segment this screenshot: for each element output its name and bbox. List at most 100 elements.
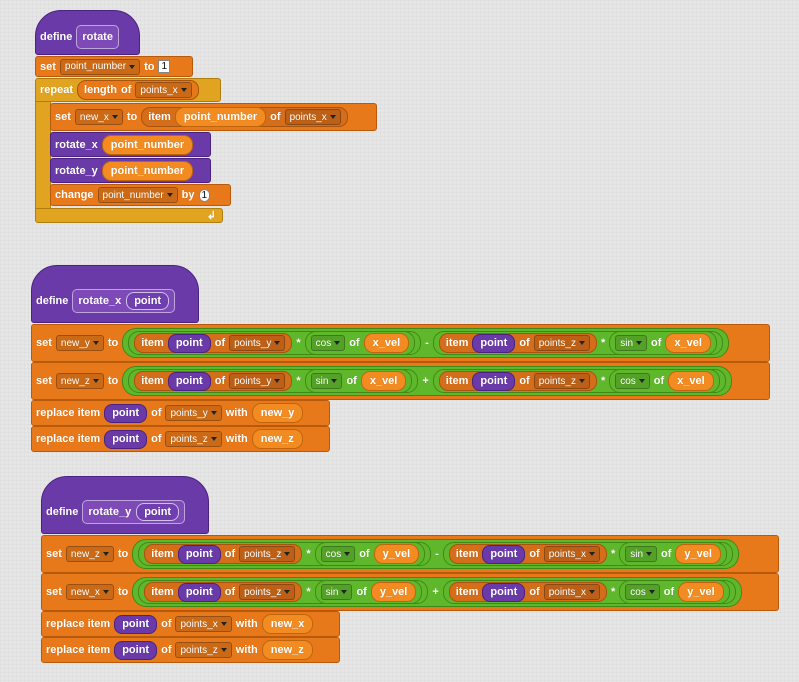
variable-reporter[interactable]: new_z: [251, 429, 303, 449]
set-variable-block[interactable]: set point_number to 1: [35, 56, 193, 77]
subtract-operator[interactable]: item point of points_z * cos of y_vel - …: [132, 539, 739, 569]
change-variable-block[interactable]: change point_number by 1: [50, 184, 231, 206]
item-of-list-reporter[interactable]: item point of points_z: [438, 371, 597, 391]
length-of-reporter[interactable]: length of points_x: [77, 80, 199, 100]
variable-dropdown[interactable]: new_y: [55, 335, 104, 351]
variable-reporter[interactable]: y_vel: [678, 582, 724, 602]
variable-reporter[interactable]: y_vel: [675, 544, 721, 564]
function-dropdown[interactable]: sin: [625, 546, 658, 562]
parameter-reporter[interactable]: point: [136, 503, 180, 521]
item-of-list-reporter[interactable]: item point of points_x: [448, 582, 607, 602]
variable-dropdown[interactable]: point_number: [59, 58, 141, 75]
list-dropdown[interactable]: points_y: [229, 335, 286, 351]
list-dropdown[interactable]: points_x: [543, 584, 600, 600]
replace-item-block[interactable]: replace item point of points_z with new_…: [41, 637, 340, 663]
math-function-reporter[interactable]: cos of x_vel: [304, 331, 416, 355]
variable-reporter[interactable]: new_z: [261, 640, 313, 660]
multiply-operator[interactable]: item point of points_y * sin of x_vel: [128, 369, 419, 393]
variable-reporter[interactable]: x_vel: [665, 333, 711, 353]
multiply-operator[interactable]: item point of points_x * cos of y_vel: [442, 580, 736, 604]
function-dropdown[interactable]: cos: [625, 584, 660, 600]
parameter-reporter[interactable]: point: [114, 614, 158, 634]
math-function-reporter[interactable]: cos of y_vel: [619, 580, 730, 604]
define-hat-block[interactable]: define rotate: [35, 10, 140, 55]
math-function-reporter[interactable]: sin of x_vel: [304, 369, 413, 393]
repeat-block[interactable]: repeat length of points_x: [35, 78, 221, 102]
item-of-list-reporter[interactable]: item point of points_z: [144, 582, 303, 602]
variable-dropdown[interactable]: new_x: [65, 584, 114, 600]
variable-reporter[interactable]: point_number: [101, 160, 194, 181]
parameter-reporter[interactable]: point: [104, 429, 148, 449]
parameter-reporter[interactable]: point: [104, 403, 148, 423]
variable-reporter[interactable]: x_vel: [360, 371, 407, 391]
math-function-reporter[interactable]: cos of y_vel: [314, 542, 426, 566]
function-dropdown[interactable]: sin: [320, 584, 353, 600]
variable-reporter[interactable]: point_number: [174, 107, 267, 127]
variable-reporter[interactable]: y_vel: [373, 544, 420, 564]
variable-reporter[interactable]: x_vel: [668, 371, 714, 391]
parameter-reporter[interactable]: point: [177, 582, 221, 602]
function-dropdown[interactable]: sin: [615, 335, 648, 351]
variable-dropdown[interactable]: new_z: [65, 546, 114, 562]
set-variable-block[interactable]: set new_z to item point of points_y * si…: [31, 362, 770, 400]
item-of-list-reporter[interactable]: item point of points_y: [134, 333, 293, 353]
function-dropdown[interactable]: cos: [615, 373, 650, 389]
math-function-reporter[interactable]: sin of x_vel: [609, 331, 717, 355]
item-of-list-reporter[interactable]: item point of points_z: [438, 333, 597, 353]
define-hat-block[interactable]: define rotate_x point: [31, 265, 199, 323]
variable-reporter[interactable]: point_number: [101, 134, 194, 155]
item-of-list-reporter[interactable]: item point of points_y: [134, 371, 293, 391]
list-dropdown[interactable]: points_x: [284, 109, 341, 125]
define-hat-block[interactable]: define rotate_y point: [41, 476, 209, 534]
replace-item-block[interactable]: replace item point of points_x with new_…: [41, 611, 340, 637]
set-variable-block[interactable]: set new_x to item point_number of points…: [50, 103, 377, 131]
math-function-reporter[interactable]: sin of y_vel: [619, 542, 727, 566]
multiply-operator[interactable]: item point of points_y * cos of x_vel: [128, 331, 422, 355]
add-operator[interactable]: item point of points_y * sin of x_vel + …: [122, 366, 732, 396]
variable-dropdown[interactable]: point_number: [97, 187, 178, 203]
call-rotate-y-block[interactable]: rotate_y point_number: [50, 158, 211, 183]
math-function-reporter[interactable]: cos of x_vel: [609, 369, 720, 393]
item-of-list-reporter[interactable]: item point of points_x: [448, 544, 607, 564]
subtract-operator[interactable]: item point of points_y * cos of x_vel - …: [122, 328, 729, 358]
parameter-reporter[interactable]: point: [472, 333, 516, 353]
variable-dropdown[interactable]: new_x: [74, 109, 123, 125]
multiply-operator[interactable]: item point of points_x * sin of y_vel: [442, 542, 733, 566]
parameter-reporter[interactable]: point: [472, 371, 516, 391]
list-dropdown[interactable]: points_y: [165, 405, 222, 421]
parameter-reporter[interactable]: point: [167, 333, 211, 353]
list-dropdown[interactable]: points_z: [239, 546, 296, 562]
list-dropdown[interactable]: points_x: [135, 82, 192, 98]
set-variable-block[interactable]: set new_y to item point of points_y * co…: [31, 324, 770, 362]
set-variable-block[interactable]: set new_x to item point of points_z * si…: [41, 573, 779, 611]
list-dropdown[interactable]: points_z: [533, 373, 590, 389]
replace-item-block[interactable]: replace item point of points_y with new_…: [31, 400, 330, 426]
parameter-reporter[interactable]: point: [177, 544, 221, 564]
multiply-operator[interactable]: item point of points_z * cos of x_vel: [432, 369, 726, 393]
variable-dropdown[interactable]: new_z: [55, 373, 104, 389]
parameter-reporter[interactable]: point: [126, 292, 170, 310]
replace-item-block[interactable]: replace item point of points_z with new_…: [31, 426, 330, 452]
function-dropdown[interactable]: cos: [320, 546, 356, 562]
multiply-operator[interactable]: item point of points_z * sin of x_vel: [432, 331, 723, 355]
add-operator[interactable]: item point of points_z * sin of y_vel + …: [132, 577, 742, 607]
list-dropdown[interactable]: points_x: [543, 546, 600, 562]
item-of-list-reporter[interactable]: item point_number of points_x: [141, 107, 348, 127]
multiply-operator[interactable]: item point of points_z * sin of y_vel: [138, 580, 429, 604]
variable-reporter[interactable]: new_y: [251, 403, 304, 423]
parameter-reporter[interactable]: point: [167, 371, 211, 391]
variable-reporter[interactable]: y_vel: [370, 582, 417, 602]
parameter-reporter[interactable]: point: [482, 544, 526, 564]
variable-reporter[interactable]: x_vel: [363, 333, 410, 353]
list-dropdown[interactable]: points_z: [165, 431, 222, 447]
call-rotate-x-block[interactable]: rotate_x point_number: [50, 132, 211, 157]
parameter-reporter[interactable]: point: [114, 640, 158, 660]
number-input[interactable]: 1: [158, 60, 171, 73]
list-dropdown[interactable]: points_z: [533, 335, 590, 351]
variable-reporter[interactable]: new_x: [261, 614, 314, 634]
math-function-reporter[interactable]: sin of y_vel: [314, 580, 423, 604]
number-input[interactable]: 1: [198, 188, 211, 202]
function-dropdown[interactable]: cos: [310, 335, 346, 351]
list-dropdown[interactable]: points_z: [239, 584, 296, 600]
function-dropdown[interactable]: sin: [310, 373, 343, 389]
